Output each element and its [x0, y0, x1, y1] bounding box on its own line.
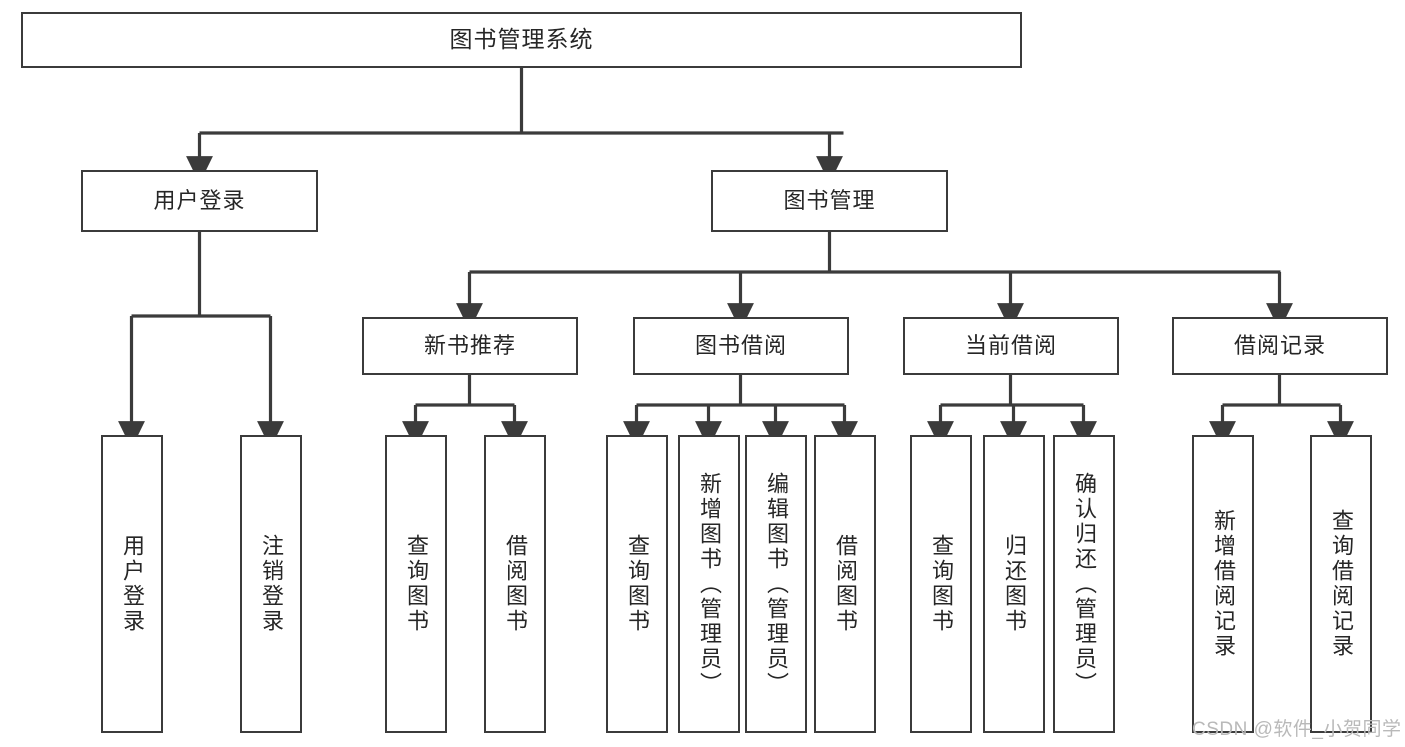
node-leaf-edit-book[interactable]: 编辑图书（管理员） — [745, 435, 807, 733]
node-leaf-confirm-return[interactable]: 确认归还（管理员） — [1053, 435, 1115, 733]
node-book-borrow-label: 图书借阅 — [694, 332, 787, 358]
node-user-login-label: 用户登录 — [153, 187, 246, 213]
node-leaf-add-book[interactable]: 新增图书（管理员） — [678, 435, 740, 733]
watermark: CSDN @软件_小贺同学 — [1192, 719, 1402, 740]
node-leaf-query-book-1-label: 查询图书 — [403, 534, 429, 634]
node-leaf-query-book-3[interactable]: 查询图书 — [910, 435, 972, 733]
node-leaf-query-book-2[interactable]: 查询图书 — [606, 435, 668, 733]
node-book-manage-label: 图书管理 — [783, 187, 876, 213]
node-leaf-add-record-label: 新增借阅记录 — [1210, 509, 1236, 659]
node-leaf-borrow-book-2-label: 借阅图书 — [832, 534, 858, 634]
node-leaf-query-book-1[interactable]: 查询图书 — [385, 435, 447, 733]
node-book-manage[interactable]: 图书管理 — [711, 170, 948, 232]
node-leaf-query-record[interactable]: 查询借阅记录 — [1310, 435, 1372, 733]
node-leaf-return-book[interactable]: 归还图书 — [983, 435, 1045, 733]
node-root[interactable]: 图书管理系统 — [21, 12, 1022, 68]
node-current-borrow-label: 当前借阅 — [964, 332, 1057, 358]
node-leaf-query-book-3-label: 查询图书 — [928, 534, 954, 634]
node-leaf-user-logout[interactable]: 注销登录 — [240, 435, 302, 733]
node-leaf-query-book-2-label: 查询图书 — [624, 534, 650, 634]
node-leaf-query-record-label: 查询借阅记录 — [1328, 509, 1354, 659]
node-leaf-borrow-book-2[interactable]: 借阅图书 — [814, 435, 876, 733]
node-user-login[interactable]: 用户登录 — [81, 170, 318, 232]
node-leaf-borrow-book-1[interactable]: 借阅图书 — [484, 435, 546, 733]
node-leaf-add-record[interactable]: 新增借阅记录 — [1192, 435, 1254, 733]
node-new-book-recommend[interactable]: 新书推荐 — [362, 317, 578, 375]
node-root-label: 图书管理系统 — [449, 26, 594, 53]
node-leaf-return-book-label: 归还图书 — [1001, 534, 1027, 634]
node-leaf-user-login-label: 用户登录 — [119, 534, 145, 634]
node-current-borrow[interactable]: 当前借阅 — [903, 317, 1119, 375]
node-borrow-record[interactable]: 借阅记录 — [1172, 317, 1388, 375]
node-leaf-confirm-return-label: 确认归还（管理员） — [1071, 471, 1097, 697]
node-leaf-add-book-label: 新增图书（管理员） — [696, 471, 722, 697]
node-leaf-user-login[interactable]: 用户登录 — [101, 435, 163, 733]
node-new-book-recommend-label: 新书推荐 — [423, 332, 516, 358]
node-book-borrow[interactable]: 图书借阅 — [633, 317, 849, 375]
node-leaf-borrow-book-1-label: 借阅图书 — [502, 534, 528, 634]
node-leaf-edit-book-label: 编辑图书（管理员） — [763, 471, 789, 697]
node-leaf-user-logout-label: 注销登录 — [258, 534, 284, 634]
node-borrow-record-label: 借阅记录 — [1233, 332, 1326, 358]
